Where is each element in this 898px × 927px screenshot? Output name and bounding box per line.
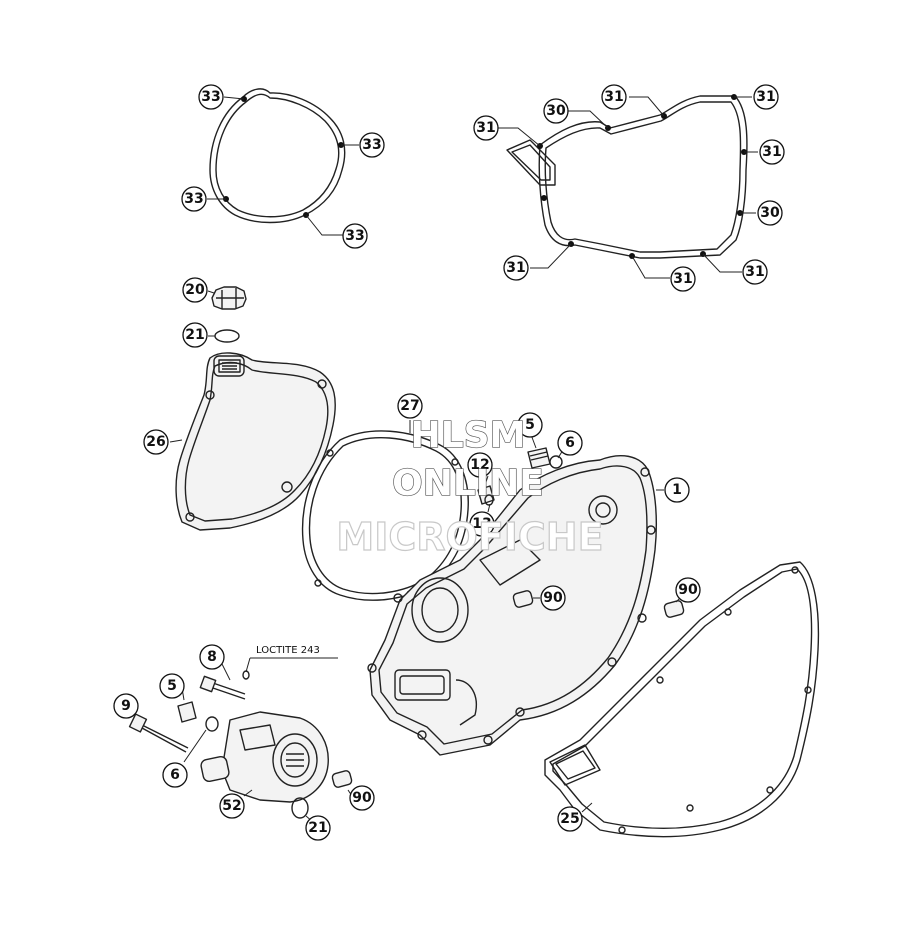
callout-number: 27 xyxy=(400,398,419,414)
callout-12: 12 xyxy=(467,452,493,478)
callout-number: 52 xyxy=(222,798,241,814)
clutch-cover-gasket xyxy=(498,94,758,279)
callout-33-d: 33 xyxy=(342,223,368,249)
callout-number: 30 xyxy=(760,205,780,221)
callout-33-b: 33 xyxy=(359,132,385,158)
callout-52: 52 xyxy=(219,793,245,819)
callout-21-a: 21 xyxy=(182,322,208,348)
callout-6-b: 6 xyxy=(162,762,188,788)
callout-5-b: 5 xyxy=(159,673,185,699)
callout-31-c: 31 xyxy=(753,84,779,110)
callout-number: 6 xyxy=(565,435,575,451)
callout-90-b: 90 xyxy=(675,577,701,603)
ignition-cover-gasket xyxy=(207,88,359,236)
o-ring-upper xyxy=(208,329,240,343)
callout-26: 26 xyxy=(143,429,169,455)
callout-number: 31 xyxy=(745,264,764,280)
dowel-pin-center xyxy=(512,590,540,608)
callout-31-b: 31 xyxy=(601,84,627,110)
callout-31-a: 31 xyxy=(473,115,499,141)
callout-number: 13 xyxy=(472,516,491,532)
callout-number: 12 xyxy=(470,457,489,473)
callout-number: 31 xyxy=(673,271,692,287)
oil-plug xyxy=(207,286,247,310)
callout-number: 33 xyxy=(184,191,203,207)
callout-number: 31 xyxy=(476,120,495,136)
watermark-line-3: MICROFICHE xyxy=(336,515,603,559)
callout-number: 26 xyxy=(146,434,165,450)
callout-27: 27 xyxy=(397,393,423,419)
callout-21-b: 21 xyxy=(305,815,331,841)
loctite-note: LOCTITE 243 xyxy=(256,645,320,656)
callout-5-a: 5 xyxy=(517,412,543,438)
callout-number: 5 xyxy=(167,678,177,694)
callout-9: 9 xyxy=(113,693,139,719)
callout-30-a: 30 xyxy=(543,98,569,124)
clutch-cover xyxy=(367,454,664,756)
callout-number: 33 xyxy=(201,89,220,105)
callout-number: 90 xyxy=(678,582,698,598)
callout-number: 21 xyxy=(185,327,204,343)
callout-number: 6 xyxy=(170,767,180,783)
callout-number: 1 xyxy=(672,482,682,498)
callout-number: 33 xyxy=(362,137,381,153)
callout-number: 5 xyxy=(525,417,535,433)
callout-31-g: 31 xyxy=(742,259,768,285)
callout-20: 20 xyxy=(182,277,208,303)
callout-number: 31 xyxy=(506,260,525,276)
fitting-lower xyxy=(177,687,197,723)
callout-90-a: 90 xyxy=(540,585,566,611)
bolt-long xyxy=(128,713,189,753)
callout-31-e: 31 xyxy=(503,255,529,281)
callout-number: 8 xyxy=(207,649,217,665)
callout-number: 31 xyxy=(604,89,623,105)
callout-1: 1 xyxy=(664,477,690,503)
callout-number: 31 xyxy=(756,89,775,105)
watermark-line-1: HLSM xyxy=(411,415,526,456)
callout-number: 25 xyxy=(560,811,579,827)
loctite-leader xyxy=(242,657,338,680)
outer-clutch-cover xyxy=(169,352,336,531)
callout-number: 31 xyxy=(762,144,781,160)
callout-25: 25 xyxy=(557,806,583,832)
callout-number: 21 xyxy=(308,820,327,836)
callout-33-a: 33 xyxy=(198,84,224,110)
pump-cover xyxy=(200,711,329,803)
small-fittings-upper xyxy=(477,431,564,513)
callout-number: 30 xyxy=(546,103,566,119)
callout-31-d: 31 xyxy=(759,139,785,165)
callout-31-f: 31 xyxy=(670,266,696,292)
callout-13: 13 xyxy=(469,511,495,537)
callout-number: 33 xyxy=(345,228,364,244)
watermark-line-2: ONLINE xyxy=(392,463,544,504)
callout-number: 9 xyxy=(121,698,131,714)
callout-90-c: 90 xyxy=(349,785,375,811)
callout-number: 90 xyxy=(352,790,372,806)
callout-8: 8 xyxy=(199,644,225,670)
washer-lower xyxy=(183,716,219,763)
callout-number: 20 xyxy=(185,282,205,298)
callout-33-c: 33 xyxy=(181,186,207,212)
dowel-pin-lower xyxy=(331,770,353,797)
outer-gasket xyxy=(544,561,820,838)
callout-6-a: 6 xyxy=(557,430,583,456)
bolt-short xyxy=(199,663,246,700)
callout-30-b: 30 xyxy=(757,200,783,226)
callout-number: 90 xyxy=(543,590,563,606)
